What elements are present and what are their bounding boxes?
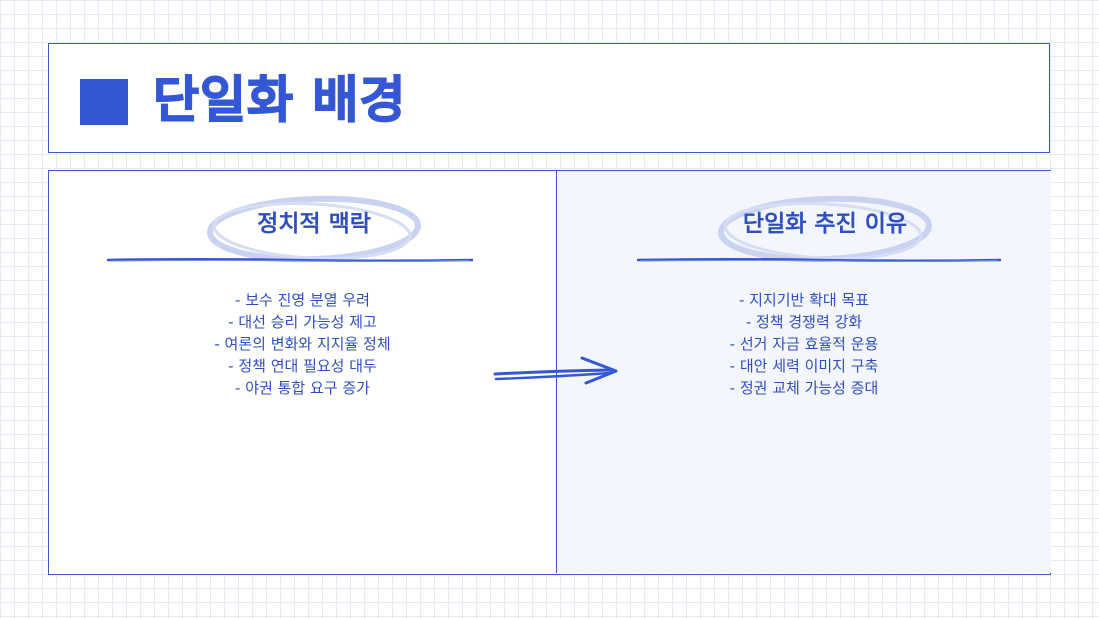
title-square-icon — [80, 79, 128, 125]
list-item: - 지지기반 확대 목표 — [738, 291, 870, 309]
left-heading-ellipse-icon — [207, 195, 421, 263]
left-heading: 정치적 맥락 — [257, 211, 371, 237]
list-item: - 야권 통합 요구 증가 — [235, 379, 370, 397]
left-heading-group: 정치적 맥락 — [194, 189, 434, 269]
panel-right: 단일화 추진 이유 - 지지기반 확대 목표 - 정책 경쟁력 강화 - 선거 … — [556, 171, 1051, 573]
content-panels: 정치적 맥락 - 보수 진영 분열 우려 - 대선 승리 가능성 제고 - 여론… — [48, 170, 1051, 575]
left-heading-underline — [107, 257, 473, 263]
right-list: - 지지기반 확대 목표 - 정책 경쟁력 강화 - 선거 자금 효율적 운용 … — [557, 289, 1051, 399]
arrow-right-icon — [493, 356, 618, 385]
list-item: - 여론의 변화와 지지율 정체 — [214, 335, 391, 353]
list-item: - 대안 세력 이미지 구축 — [729, 357, 879, 375]
list-item: - 대선 승리 가능성 제고 — [228, 313, 377, 331]
left-list: - 보수 진영 분열 우려 - 대선 승리 가능성 제고 - 여론의 변화와 지… — [49, 289, 556, 399]
title-box: 단일화 배경 — [48, 43, 1050, 153]
page-title: 단일화 배경 — [152, 70, 407, 130]
right-heading-underline — [637, 257, 1001, 263]
list-item: - 정권 교체 가능성 증대 — [729, 379, 879, 397]
panel-left: 정치적 맥락 - 보수 진영 분열 우려 - 대선 승리 가능성 제고 - 여론… — [49, 171, 556, 573]
right-heading: 단일화 추진 이유 — [742, 211, 908, 237]
list-item: - 선거 자금 효율적 운용 — [729, 335, 879, 353]
list-item: - 보수 진영 분열 우려 — [235, 291, 370, 309]
list-item: - 정책 연대 필요성 대두 — [228, 357, 377, 375]
list-item: - 정책 경쟁력 강화 — [745, 313, 863, 331]
